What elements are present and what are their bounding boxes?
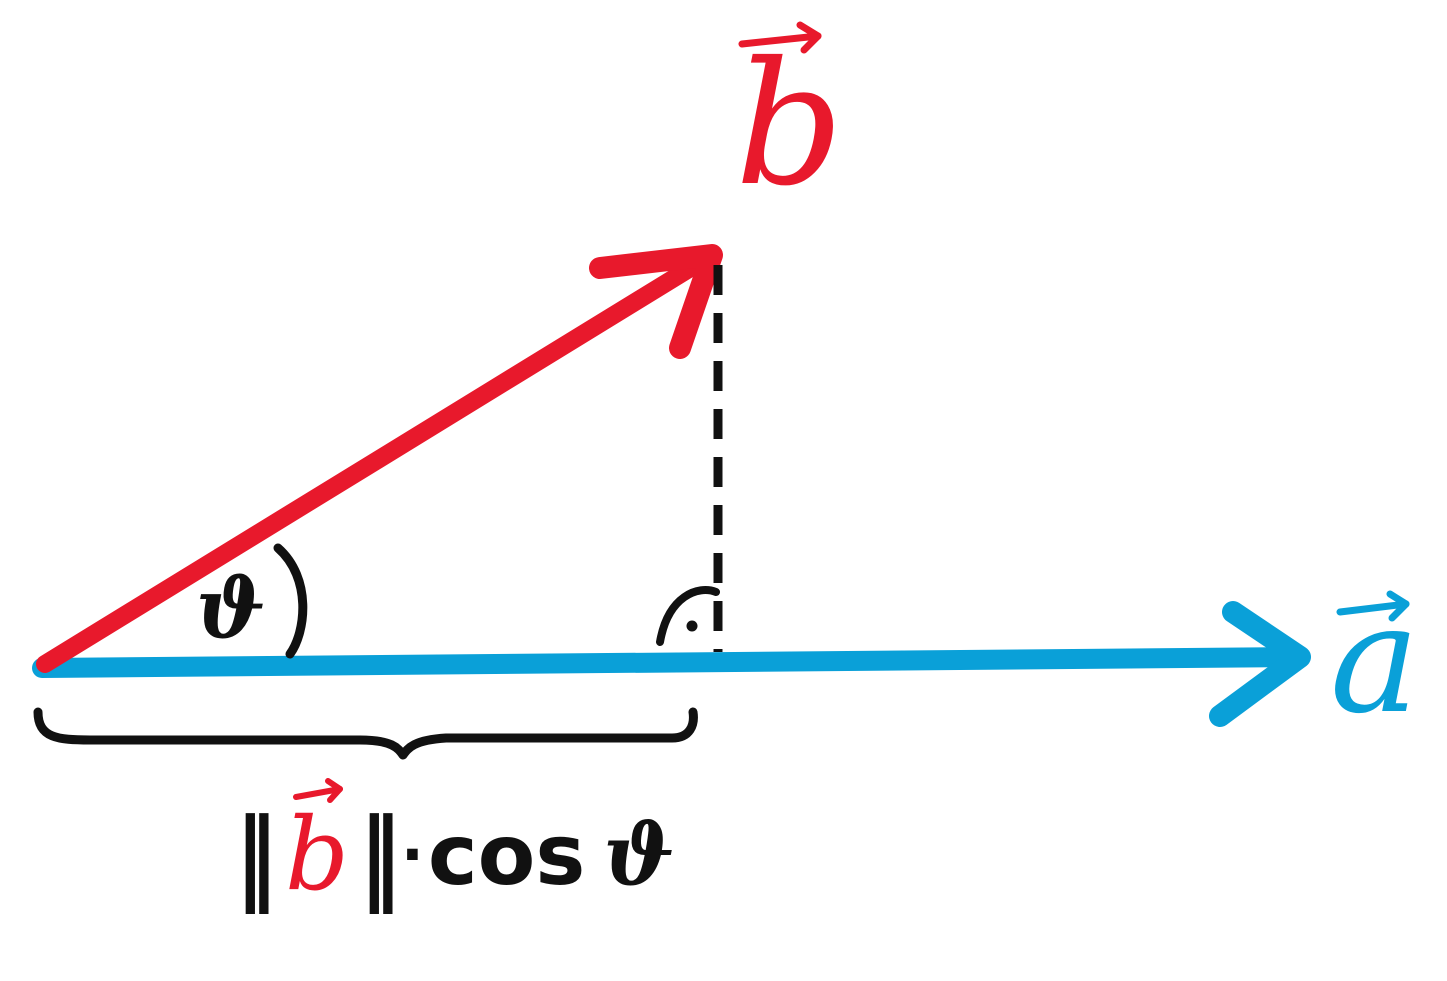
- angle-arc: [273, 543, 308, 659]
- vector-a-arrow: [32, 601, 1311, 727]
- projection-brace: [33, 707, 698, 760]
- angle-label: ϑ: [196, 561, 266, 657]
- formula-dot: ·: [401, 820, 424, 890]
- formula-vector-b: b: [285, 796, 350, 913]
- formula-norm-left: ‖: [235, 796, 277, 914]
- vector-b-arrow: [36, 244, 723, 673]
- vector-a-label-arrow: [1336, 590, 1410, 622]
- formula-cos: cos: [427, 806, 586, 904]
- projection-formula: ‖ b ‖ · cos ϑ: [235, 795, 675, 915]
- right-angle-marker: [656, 586, 720, 646]
- vector-b-label-arrow: [738, 21, 822, 54]
- vector-b-label: b: [735, 26, 844, 224]
- vector-a-label: a: [1330, 573, 1420, 747]
- formula-vector-arrow: [293, 778, 343, 803]
- formula-angle: ϑ: [603, 805, 675, 904]
- formula-norm-right: ‖: [359, 796, 401, 914]
